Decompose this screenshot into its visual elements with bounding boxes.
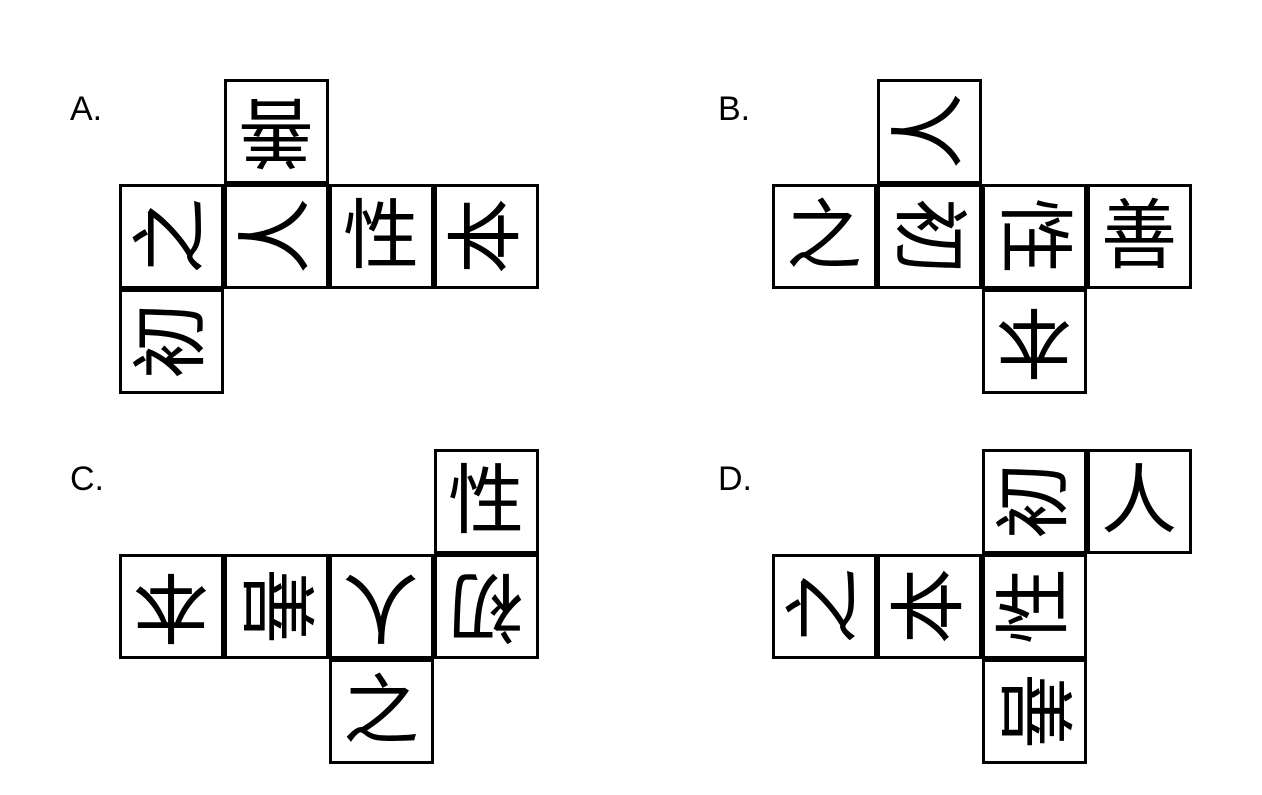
cell-a-r2c2: 人 [223,183,329,289]
cell-a-r2c3: 性 [328,183,434,289]
cell-b-r2c3: 性 [981,183,1087,289]
face-character: 初 [885,198,974,274]
cube-net-b: 人之初性善本 [771,78,1193,395]
cell-d-r2c3: 性 [981,553,1087,659]
face-character: 人 [1101,456,1177,545]
face-character: 善 [232,568,321,644]
cell-b-r2c1: 之 [771,183,877,289]
face-character: 性 [343,191,419,280]
face-character: 初 [989,463,1078,539]
face-character: 本 [884,568,973,644]
cell-b-r3c3: 本 [981,288,1087,394]
face-character: 本 [996,297,1072,386]
face-character: 之 [786,191,862,280]
cell-c-r2c4: 初 [433,553,539,659]
cell-b-r2c4: 善 [1086,183,1192,289]
cell-c-r1c4: 性 [433,448,539,554]
cell-d-r2c1: 之 [771,553,877,659]
cell-a-r2c4: 本 [433,183,539,289]
cell-c-r3c3: 之 [328,658,434,764]
cell-a-r1c2: 善 [223,78,329,184]
cell-d-r1c4: 人 [1086,448,1192,554]
face-character: 性 [989,568,1078,644]
cube-net-a: 善之人性本初 [118,78,540,395]
face-character: 人 [231,198,320,274]
face-character: 本 [133,562,209,651]
cell-b-r1c2: 人 [876,78,982,184]
face-character: 之 [126,198,215,274]
option-d-label: D. [718,460,752,498]
option-c-label: C. [70,460,104,498]
face-character: 善 [990,673,1079,749]
cell-a-r3c1: 初 [118,288,224,394]
option-a-label: A. [70,90,103,128]
cell-d-r3c3: 善 [981,658,1087,764]
cell-d-r2c2: 本 [876,553,982,659]
cell-d-r1c3: 初 [981,448,1087,554]
face-character: 人 [884,93,973,169]
face-character: 性 [448,456,524,545]
cell-c-r2c1: 本 [118,553,224,659]
cell-a-r2c1: 之 [118,183,224,289]
face-character: 之 [779,568,868,644]
face-character: 初 [126,303,215,379]
face-character: 善 [238,87,314,176]
cell-c-r2c2: 善 [223,553,329,659]
cube-net-d: 初人之本性善 [771,448,1193,765]
face-character: 之 [343,666,419,755]
face-character: 人 [343,562,419,651]
face-character: 本 [441,198,530,274]
face-character: 初 [448,562,524,651]
cell-b-r2c2: 初 [876,183,982,289]
option-b-label: B. [718,90,751,128]
cell-c-r2c3: 人 [328,553,434,659]
face-character: 善 [1101,191,1177,280]
cube-net-c: 性本善人初之 [118,448,540,765]
face-character: 性 [990,198,1079,274]
